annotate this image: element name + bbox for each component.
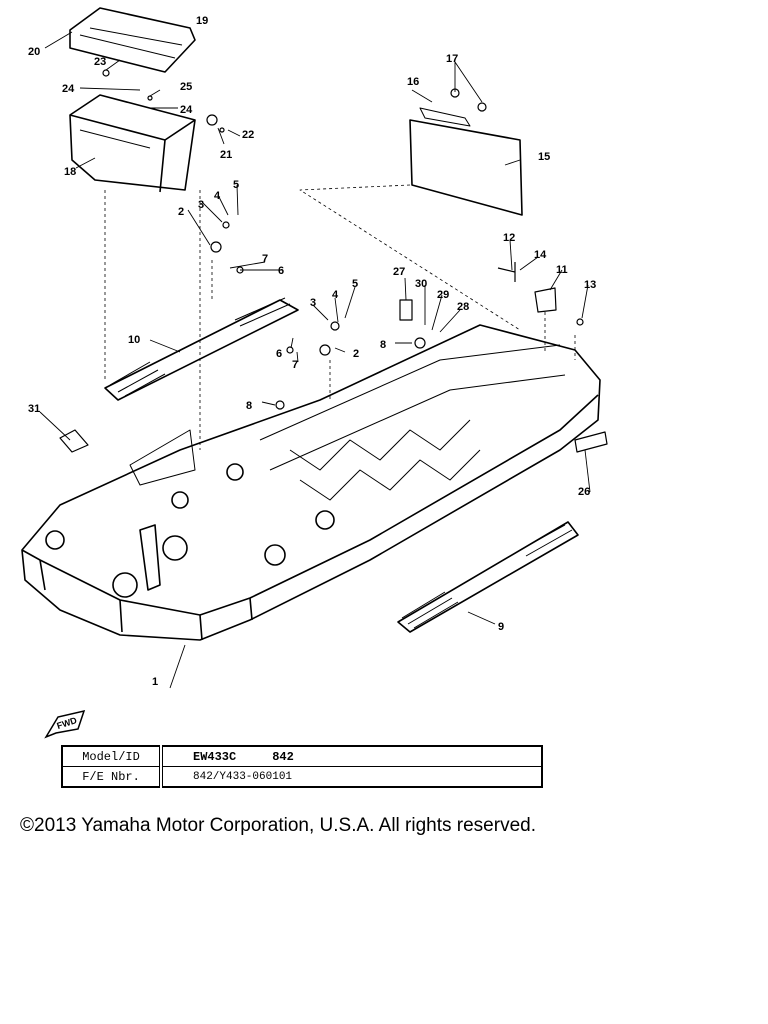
callout-31: 31 [28,403,40,415]
exploded-parts-diagram: 1 2 3 4 5 6 7 8 9 10 11 12 13 14 15 16 1… [21,7,608,689]
forward-arrow-icon: FWD [44,709,86,739]
callout-11: 11 [556,264,568,276]
callout-leaders [39,31,591,689]
assembly-lines [104,184,576,450]
model-id-label: Model/ID [61,745,163,767]
callout-7-center: 7 [292,359,298,371]
callout-26: 26 [578,486,590,498]
callout-28: 28 [457,301,469,313]
callout-6: 6 [278,265,284,277]
copyright-notice: ©2013 Yamaha Motor Corporation, U.S.A. A… [20,815,536,836]
callout-3: 3 [198,199,204,211]
fastener-parts [59,69,608,453]
callout-5-center: 5 [352,278,358,290]
callout-30: 30 [415,278,427,290]
callout-5: 5 [233,179,239,191]
callout-6-center: 6 [276,348,282,360]
callout-9: 9 [498,621,504,633]
footrest-right-part-9 [397,521,579,633]
seat-cover-part-19 [69,7,196,73]
callout-numbers: 1 2 3 4 5 6 7 8 9 10 11 12 13 14 15 16 1… [28,15,596,688]
callout-12: 12 [503,232,515,244]
callout-8-center: 8 [380,339,386,351]
callout-21: 21 [220,149,232,161]
callout-16: 16 [407,76,419,88]
model-info-table: Model/ID EW433C 842 F/E Nbr. 842/Y433-06… [61,745,543,788]
callout-19: 19 [196,15,208,27]
callout-4: 4 [214,190,221,202]
model-id-value: EW433C 842 [160,745,543,767]
callout-20: 20 [28,46,40,58]
callout-17: 17 [446,53,458,65]
callout-3-center: 3 [310,297,316,309]
callout-7: 7 [262,253,268,265]
side-panel-part-15 [409,107,523,216]
table-row: Model/ID EW433C 842 [61,745,543,767]
callout-1: 1 [152,676,158,688]
callout-24-right: 24 [180,104,193,116]
footrest-left-part-10 [104,297,299,401]
fe-number-label: F/E Nbr. [61,766,163,788]
fe-number-value: 842/Y433-060101 [160,766,543,788]
callout-2-center: 2 [353,348,359,360]
callout-15: 15 [538,151,550,163]
callout-24-left: 24 [62,83,75,95]
callout-13: 13 [584,279,596,291]
callout-18: 18 [64,166,76,178]
callout-29: 29 [437,289,449,301]
callout-22: 22 [242,129,254,141]
callout-25: 25 [180,81,192,93]
main-frame-part-1 [21,324,601,641]
storage-box-part-18 [69,94,196,193]
callout-2: 2 [178,206,184,218]
callout-23: 23 [94,56,106,68]
callout-10: 10 [128,334,140,346]
callout-4-center: 4 [332,289,339,301]
table-row: F/E Nbr. 842/Y433-060101 [61,766,543,788]
callout-14: 14 [534,249,547,261]
callout-8: 8 [246,400,252,412]
callout-27: 27 [393,266,405,278]
